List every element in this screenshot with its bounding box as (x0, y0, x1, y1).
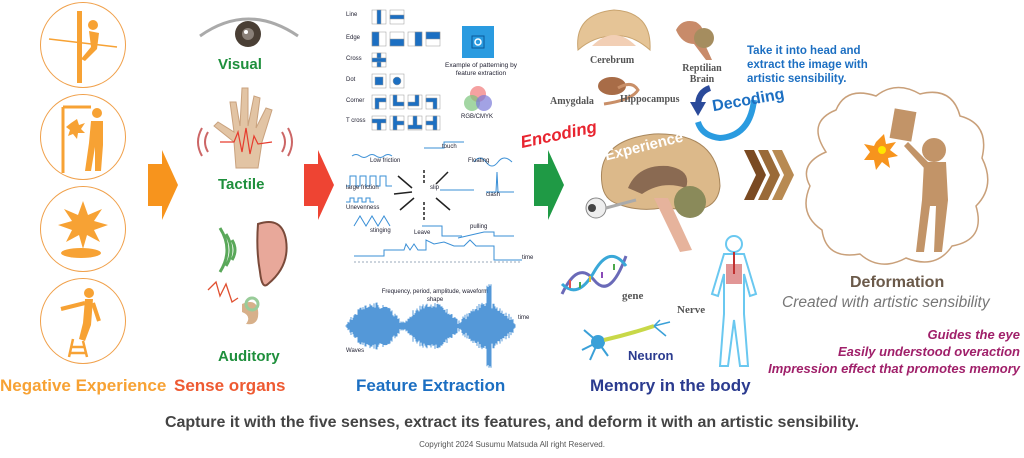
stinging-label: stinging (370, 228, 391, 234)
floating-label: Floating (468, 158, 489, 164)
waves-label: Waves (346, 348, 364, 354)
chevrons-icon (744, 150, 796, 200)
copyright: Copyright 2024 Susumu Matsuda All right … (0, 440, 1024, 449)
effect-item: Easily understood overaction (768, 343, 1020, 360)
take-into-head-note: Take it into head and extract the image … (747, 44, 897, 86)
dna-icon (560, 250, 630, 300)
leave-label: Leave (414, 230, 430, 236)
footer-tagline: Capture it with the five senses, extract… (0, 414, 1024, 432)
hand-icon (196, 82, 296, 172)
effect-item: Guides the eye (768, 326, 1020, 343)
effects-list: Guides the eye Easily understood overact… (768, 326, 1020, 377)
neuron-label: Neuron (628, 348, 674, 363)
time-label: time (522, 255, 533, 261)
orange-arrow-icon (148, 150, 180, 220)
nervous-system-icon (704, 234, 764, 370)
cerebrum-label: Cerebrum (590, 55, 634, 66)
memory-title: Memory in the body (590, 376, 751, 396)
deformation-subtitle: Created with artistic sensibility (782, 294, 990, 312)
pole-worker-icon (40, 2, 126, 88)
eye-icon (198, 8, 302, 48)
patterning-caption: Example of patterning by feature extract… (436, 62, 526, 78)
touch-label: touch (442, 144, 457, 150)
large-friction-label: large friction (346, 185, 379, 191)
patterning-example-icon (458, 22, 498, 62)
pattern-label-edge: Edge (346, 35, 360, 41)
waves-time-label: time (518, 315, 529, 321)
sense-organs-title: Sense organs (174, 376, 286, 396)
thought-cloud-icon (796, 82, 996, 272)
red-arrow-icon (304, 150, 336, 220)
rgb-cmyk-icon (460, 84, 496, 114)
effect-item: Impression effect that promotes memory (768, 360, 1020, 377)
cerebrum-icon (574, 6, 654, 56)
pattern-label-line: Line (346, 12, 357, 18)
reptilian-brain-icon (672, 14, 722, 60)
rgb-cmyk-label: RGB/CMYK (461, 114, 493, 120)
clash-label: clash (486, 192, 500, 198)
nerve-label: Nerve (677, 304, 705, 316)
tactile-label: Tactile (218, 176, 264, 193)
deformation-title: Deformation (850, 274, 944, 292)
falling-ladder-icon (40, 278, 126, 364)
green-arrow-icon (534, 150, 566, 220)
auditory-label: Auditory (218, 348, 280, 365)
pattern-label-corner: Corner (346, 98, 364, 104)
low-friction-label: Low friction (370, 158, 400, 164)
ear-icon (206, 210, 296, 330)
negative-experience-title: Negative Experience (0, 376, 166, 396)
pattern-label-t-cross: T cross (346, 118, 366, 124)
feature-extraction-title: Feature Extraction (356, 376, 505, 396)
pattern-label-dot: Dot (346, 77, 355, 83)
pattern-label-cross: Cross (346, 56, 362, 62)
gene-label: gene (622, 290, 643, 302)
visual-label: Visual (218, 56, 262, 73)
unevenness-label: Unevenness (346, 205, 379, 211)
explosion-icon (40, 186, 126, 272)
door-explosion-icon (40, 94, 126, 180)
pulling-label: pulling (470, 224, 487, 230)
waveform-icon (344, 292, 524, 362)
amygdala-label: Amygdala (550, 96, 594, 107)
slip-label: slip (430, 185, 439, 191)
hippocampus-label: Hippocampus (620, 94, 679, 105)
